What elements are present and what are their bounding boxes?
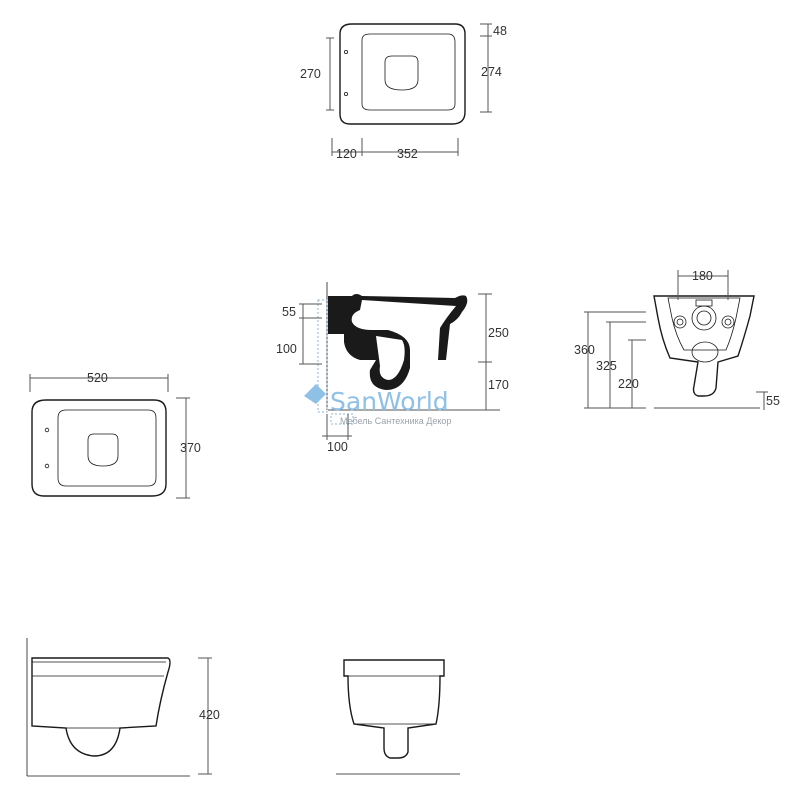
plan-view-dim-width: 520 xyxy=(87,371,108,385)
section-dim-b: 100 xyxy=(276,342,297,356)
plan-view-dim-depth: 370 xyxy=(180,441,201,455)
top-view-dim-left: 270 xyxy=(300,67,321,81)
back-view-dim-h2: 325 xyxy=(596,359,617,373)
top-view: 270 48 274 120 352 xyxy=(300,23,507,161)
back-view-dim-h1: 360 xyxy=(574,343,595,357)
plan-view: 520 370 xyxy=(29,371,201,499)
watermark-tagline: Мебель Сантехника Декор xyxy=(340,416,451,426)
section-dim-e: 100 xyxy=(327,440,348,454)
section-dim-a: 55 xyxy=(282,305,296,319)
watermark: SanWorld Мебель Сантехника Декор xyxy=(304,384,451,426)
side-section-view: 55 100 250 170 100 xyxy=(276,282,509,454)
top-view-dim-w1: 120 xyxy=(336,147,357,161)
front-elevation-view xyxy=(336,659,460,775)
back-view-dim-top: 180 xyxy=(692,269,713,283)
watermark-logo-icon xyxy=(304,384,326,404)
watermark-brand: SanWorld xyxy=(330,387,449,416)
back-view-dim-h3: 220 xyxy=(618,377,639,391)
side-elevation-view: 420 xyxy=(26,638,220,777)
section-dim-c: 250 xyxy=(488,326,509,340)
top-view-dim-w2: 352 xyxy=(397,147,418,161)
back-view-dim-bottom: 55 xyxy=(766,394,780,408)
section-dim-d: 170 xyxy=(488,378,509,392)
top-view-dim-right: 274 xyxy=(481,65,502,79)
elevation-dim-height: 420 xyxy=(199,708,220,722)
back-view: 180 360 325 220 55 xyxy=(574,269,780,410)
top-view-dim-top: 48 xyxy=(493,24,507,38)
